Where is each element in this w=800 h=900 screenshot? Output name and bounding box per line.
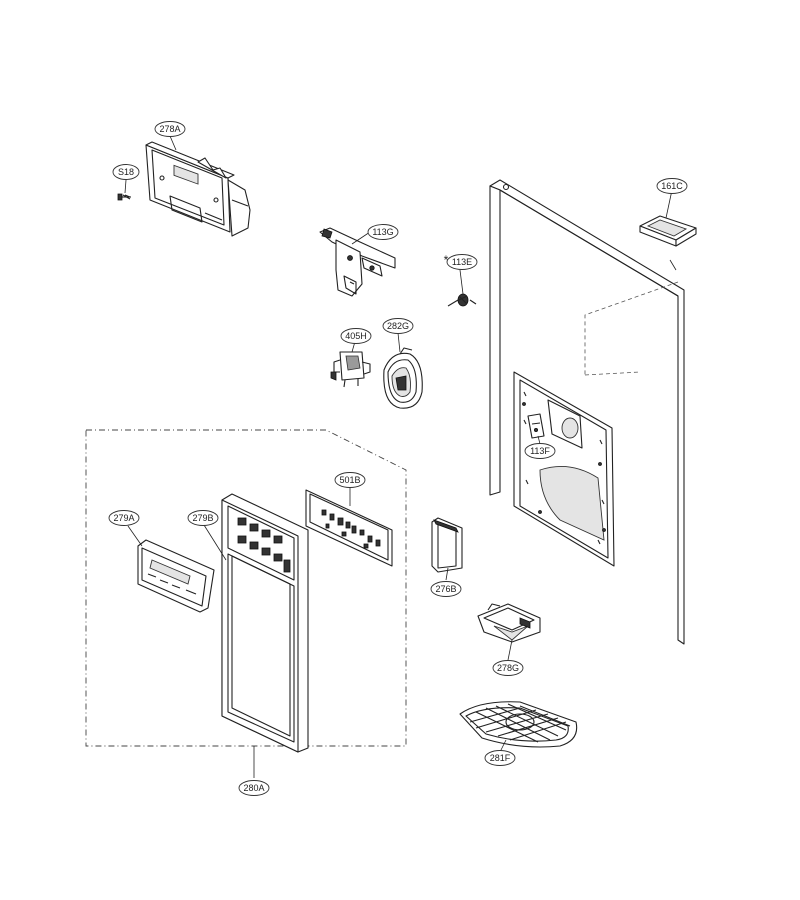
part-label-text: 501B [339,475,360,485]
part-279A-overlay[interactable] [137,539,215,613]
part-501B-pcb[interactable] [305,489,393,567]
part-label-text: 113G [372,227,393,237]
marker-asterisk: * [444,253,449,267]
part-label-276B[interactable]: 276B [430,581,462,597]
part-label-279B[interactable]: 279B [187,510,219,526]
part-label-282G[interactable]: 282G [382,318,414,334]
part-label-text: 278A [159,124,180,134]
part-label-280A[interactable]: 280A [238,780,270,796]
part-label-text: 113F [530,446,550,456]
part-label-405H[interactable]: 405H [340,328,372,344]
part-label-text: 279B [192,513,213,523]
part-label-161C[interactable]: 161C [656,178,688,194]
part-113E-spring[interactable] [447,293,477,307]
part-278A-bracket[interactable] [145,141,251,237]
part-label-278A[interactable]: 278A [154,121,186,137]
part-label-text: 280A [243,783,264,793]
part-276B-part[interactable] [431,517,463,573]
part-405H-switch[interactable] [330,351,371,388]
part-door-panel [489,179,685,645]
assembly-280A-outline [85,429,407,747]
part-label-501B[interactable]: 501B [334,472,366,488]
part-S18-screw[interactable] [117,193,131,201]
part-label-text: 281F [490,753,511,763]
part-282G-paddle[interactable] [383,347,423,409]
part-278G-guide[interactable] [477,603,541,643]
part-label-279A[interactable]: 279A [108,510,140,526]
part-label-text: 279A [113,513,134,523]
part-161C-cap[interactable] [639,215,697,247]
part-label-281F[interactable]: 281F [484,750,516,766]
part-label-113F[interactable]: 113F [524,443,556,459]
part-dispenser-recess [513,371,615,567]
part-label-text: 282G [387,321,409,331]
part-279B-frame[interactable] [221,493,309,753]
leader-lines [124,135,677,778]
part-label-text: S18 [118,167,134,177]
part-label-text: 405H [345,331,367,341]
part-label-113E[interactable]: * 113E [444,253,478,270]
part-label-278G[interactable]: 278G [492,660,524,676]
part-label-S18[interactable]: S18 [112,164,140,180]
part-label-text: 161C [661,181,683,191]
part-281F-grille[interactable] [459,701,578,748]
part-113G-bracket[interactable] [319,227,396,297]
part-label-text: 276B [435,584,456,594]
part-label-113G[interactable]: 113G [367,224,399,240]
part-label-text: 113E [452,257,472,267]
part-label-text: 278G [497,663,519,673]
part-113F-lever[interactable] [527,413,545,439]
